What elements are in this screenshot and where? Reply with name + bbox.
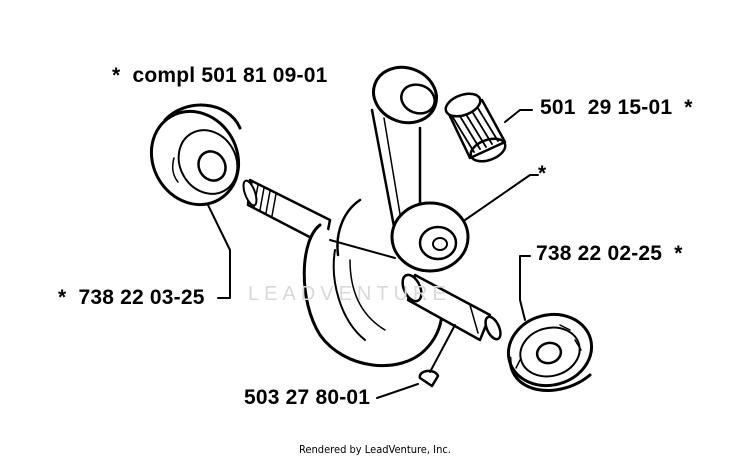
woodruff-key xyxy=(418,369,440,388)
ball-bearing-left xyxy=(149,103,242,207)
ball-bearing-right-label: 738 22 02-25 * xyxy=(536,242,683,265)
watermark: LEADVENTURE xyxy=(248,283,451,305)
needle-bearing xyxy=(444,92,507,163)
ball-bearing-left-label: * 738 22 03-25 xyxy=(58,286,205,309)
crankshaft-right-shaft xyxy=(401,273,502,342)
needle-bearing-label: 501 29 15-01 * xyxy=(540,96,693,119)
crank-pin-marker: * xyxy=(538,162,547,185)
woodruff-key-label: 503 27 80-01 xyxy=(244,386,371,409)
ball-bearing-right xyxy=(506,312,594,392)
leader-lines xyxy=(207,109,539,399)
connecting-rod xyxy=(370,65,470,273)
footer-credit: Rendered by LeadVenture, Inc. xyxy=(299,443,451,456)
crankshaft-complete-label: * compl 501 81 09-01 xyxy=(112,64,328,87)
crank-web xyxy=(302,198,444,368)
crankshaft-left-shaft xyxy=(242,178,332,247)
